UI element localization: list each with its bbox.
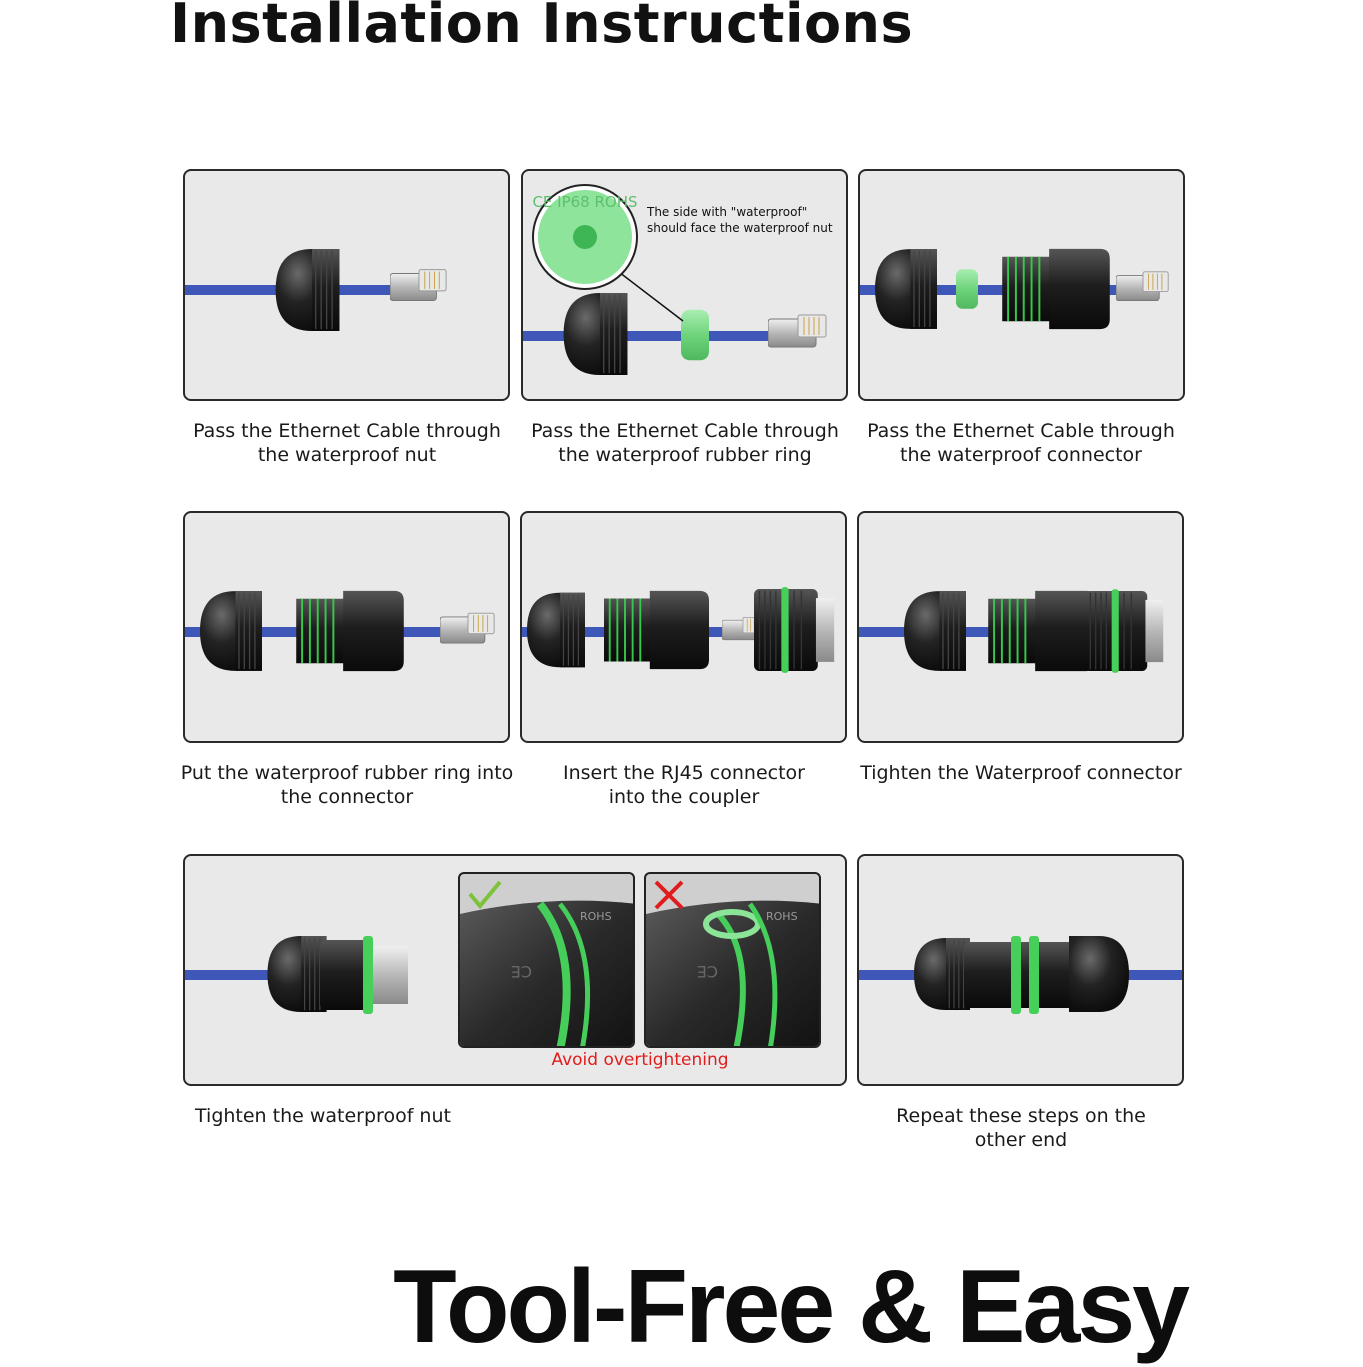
svg-text:CE: CE xyxy=(511,962,532,981)
step-4-panel xyxy=(183,511,510,743)
step-4-caption: Put the waterproof rubber ring into the … xyxy=(180,762,514,808)
step-6-caption: Tighten the Waterproof connector xyxy=(860,762,1182,784)
step-8-illustration xyxy=(859,936,1182,1014)
step-8-panel xyxy=(857,854,1184,1086)
svg-text:ROHS: ROHS xyxy=(766,910,798,923)
step-1-caption: Pass the Ethernet Cable through the wate… xyxy=(193,420,501,466)
ring-callout-note: The side with "waterproof" should face t… xyxy=(647,205,833,235)
cross-icon xyxy=(654,880,684,910)
step-5-panel xyxy=(520,511,847,743)
warning-text: Avoid overtightening xyxy=(551,1050,729,1070)
tagline: Tool-Free & Easy xyxy=(393,1249,1190,1365)
step-4-illustration xyxy=(185,589,495,673)
svg-text:ROHS: ROHS xyxy=(580,910,612,923)
step-3-panel xyxy=(858,169,1185,401)
step-1-illustration xyxy=(185,249,447,331)
page-title: Installation Instructions xyxy=(170,0,914,55)
step-6-panel xyxy=(857,511,1184,743)
wrong-tightening-inset: CE ROHS xyxy=(644,872,821,1048)
step-3-illustration xyxy=(860,247,1169,331)
step-2-caption: Pass the Ethernet Cable through the wate… xyxy=(531,420,839,466)
ring-marks: CE IP68 ROHS xyxy=(532,193,637,211)
step-5-illustration xyxy=(522,586,835,674)
step-3-caption: Pass the Ethernet Cable through the wate… xyxy=(867,420,1175,466)
step-7-panel: CE ROHS CE ROHS Avoid overtightening xyxy=(183,854,847,1086)
svg-text:CE: CE xyxy=(697,962,718,981)
step-7-illustration xyxy=(185,936,408,1014)
check-icon xyxy=(468,880,502,910)
step-6-illustration xyxy=(859,588,1164,674)
step-2-panel: CE IP68 ROHS The side with "waterproof" … xyxy=(521,169,848,401)
correct-tightening-inset: CE ROHS xyxy=(458,872,635,1048)
step-2-illustration: CE IP68 ROHS xyxy=(523,184,827,375)
step-8-caption: Repeat these steps on the other end xyxy=(896,1105,1146,1151)
step-5-caption: Insert the RJ45 connector into the coupl… xyxy=(563,762,805,808)
step-7-caption: Tighten the waterproof nut xyxy=(195,1105,451,1127)
step-1-panel xyxy=(183,169,510,401)
